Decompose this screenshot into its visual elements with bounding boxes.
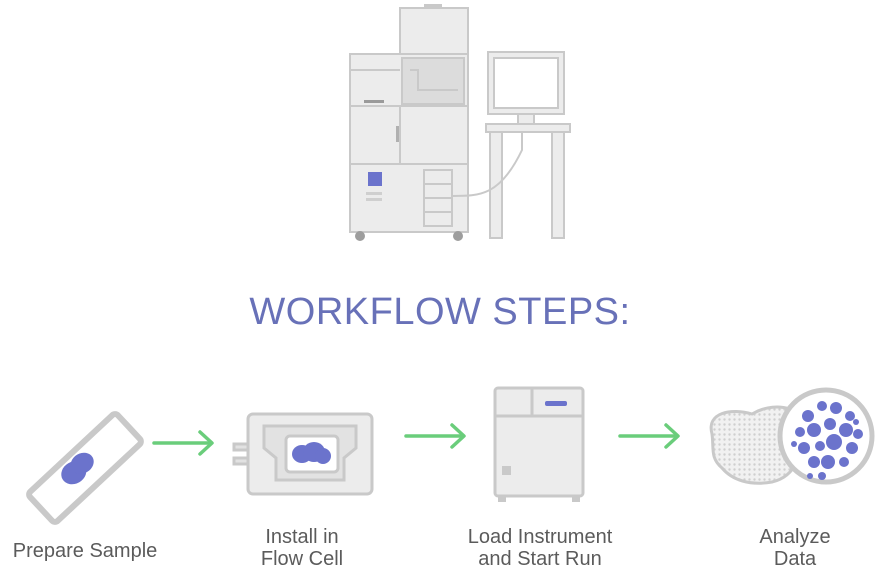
arrow-right-icon: [404, 423, 466, 449]
step-label-prepare-sample: Prepare Sample: [12, 540, 158, 562]
step-label-analyze-data: Analyze Data: [759, 526, 831, 570]
flow-cell-icon: [232, 412, 374, 496]
slide-sample-icon: [26, 411, 144, 525]
instrument-icon: [493, 386, 585, 502]
arrow-right-icon: [618, 423, 680, 449]
arrow-right-icon: [152, 430, 214, 456]
data-analysis-icon: [709, 387, 875, 485]
sequencer-instrument-with-workstation-icon: [349, 4, 571, 241]
step-label-install-flow-cell: Install in Flow Cell: [260, 526, 344, 570]
step-label-load-instrument: Load Instrument and Start Run: [467, 526, 613, 570]
workflow-heading: WORKFLOW STEPS:: [249, 291, 631, 333]
